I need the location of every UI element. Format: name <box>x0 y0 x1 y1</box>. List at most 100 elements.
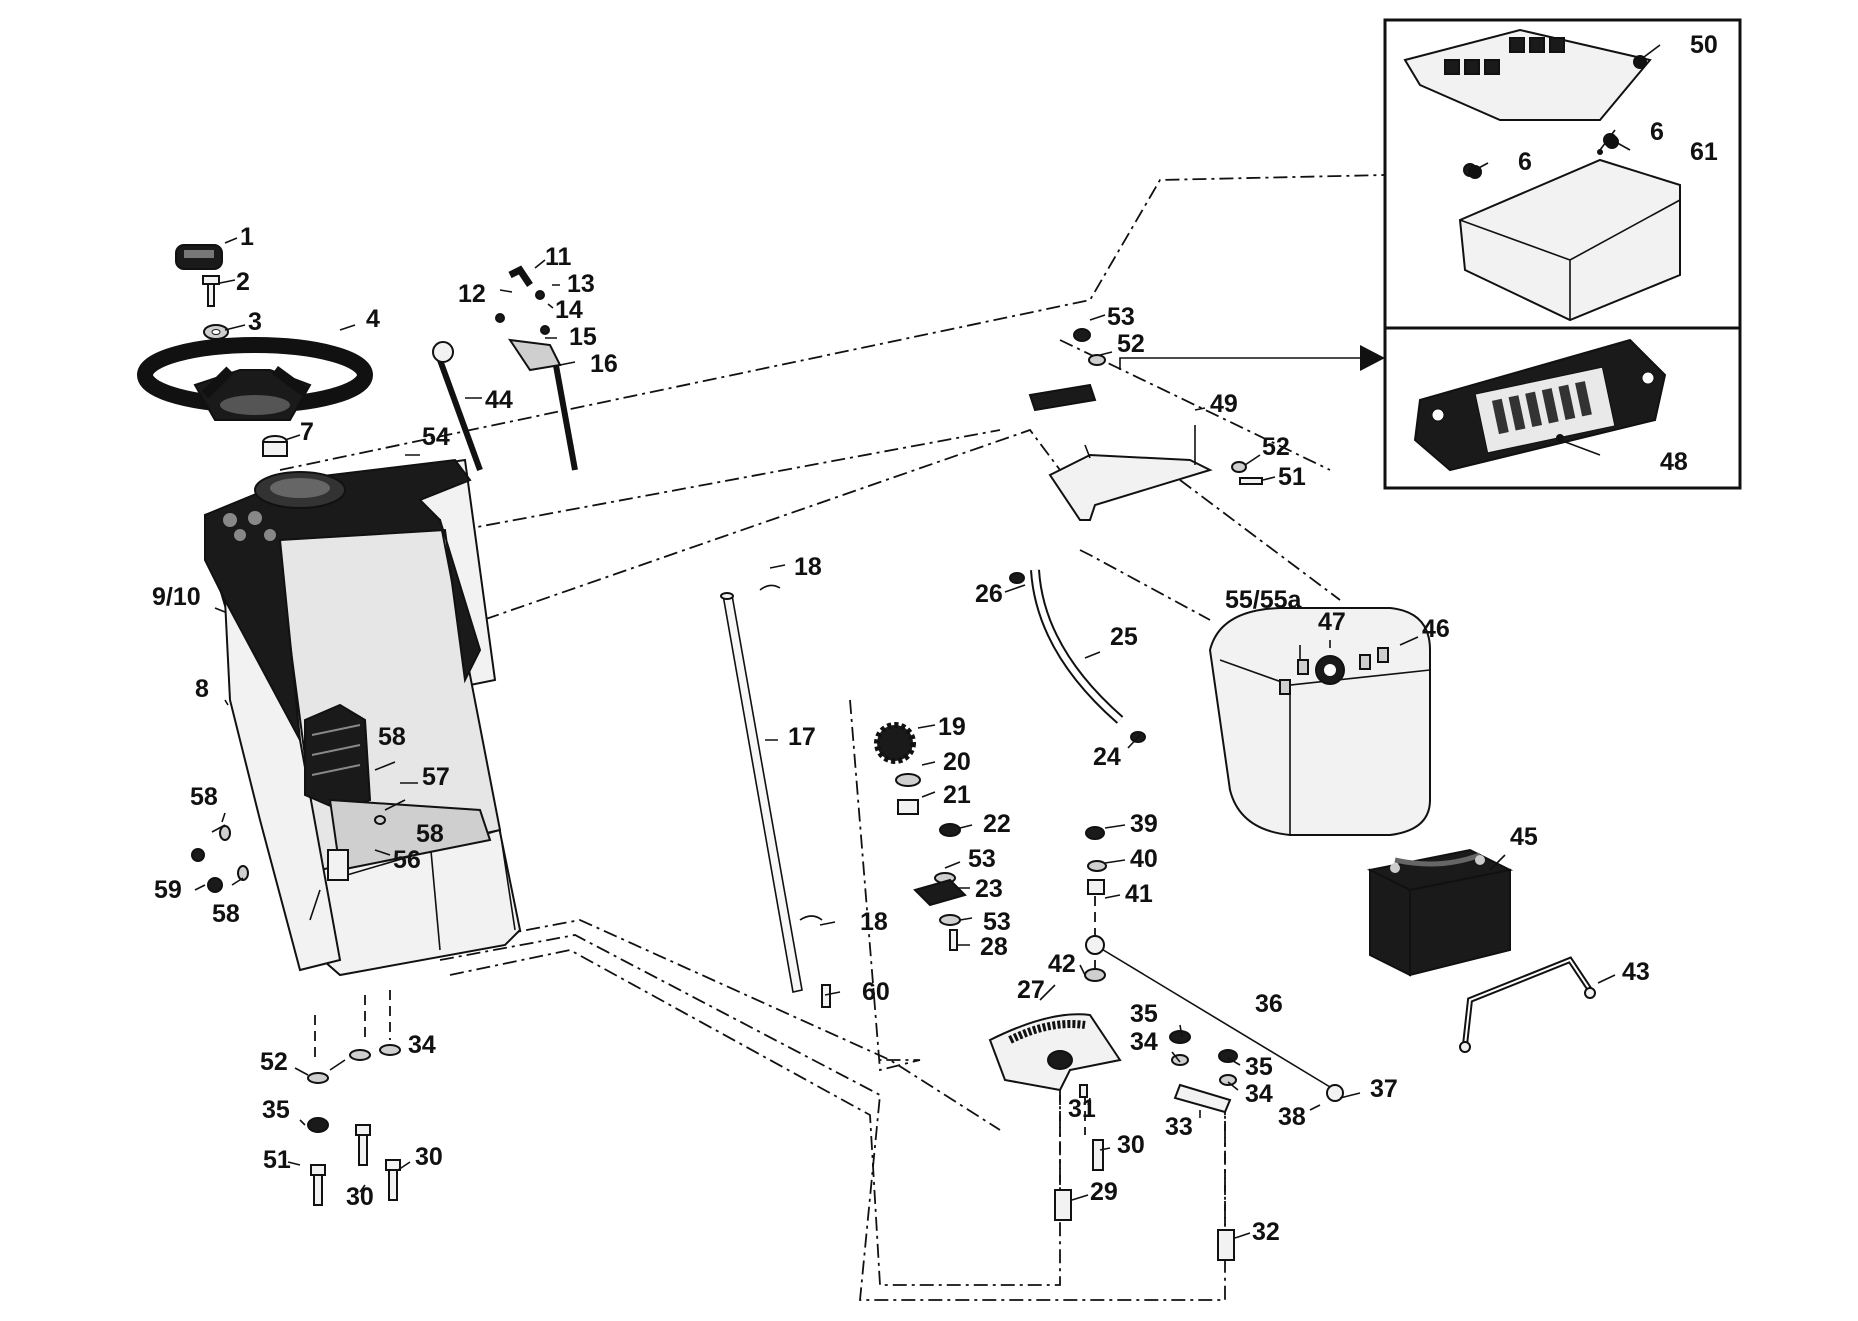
fuel-line <box>1009 569 1146 743</box>
part-label-47: 47 <box>1318 608 1346 636</box>
part-label-34: 34 <box>1130 1028 1158 1056</box>
part-label-60: 60 <box>862 978 890 1006</box>
part-label-1: 1 <box>240 223 254 251</box>
pinion-gear-stack <box>874 722 967 951</box>
inset-fuse-holder <box>1383 326 1742 490</box>
part-label-58: 58 <box>190 783 218 811</box>
part-label-30: 30 <box>415 1143 443 1171</box>
part-label-37: 37 <box>1370 1075 1398 1103</box>
console-hardware <box>191 799 406 893</box>
throttle-cable-assembly <box>432 265 578 472</box>
part-label-29: 29 <box>1090 1178 1118 1206</box>
steering-washer <box>203 324 229 340</box>
part-label-18: 18 <box>794 553 822 581</box>
part-label-32: 32 <box>1252 1218 1280 1246</box>
part-label-52: 52 <box>1117 330 1145 358</box>
part-label-4: 4 <box>366 305 380 333</box>
steering-linkage <box>988 826 1344 1261</box>
part-label-23: 23 <box>975 875 1003 903</box>
part-label-30: 30 <box>346 1183 374 1211</box>
part-label-57: 57 <box>422 763 450 791</box>
part-label-48: 48 <box>1660 448 1688 476</box>
part-label-13: 13 <box>567 270 595 298</box>
part-label-11: 11 <box>545 243 572 271</box>
part-label-35: 35 <box>1245 1053 1273 1081</box>
callout-dots <box>1468 55 1647 442</box>
part-label-45: 45 <box>1510 823 1538 851</box>
part-label-56: 56 <box>393 846 421 874</box>
part-label-51: 51 <box>1278 463 1306 491</box>
part-label-58: 58 <box>378 723 406 751</box>
part-label-33: 33 <box>1165 1113 1193 1141</box>
part-labels: 1 2 3 4 7 54 9/10 8 58 57 58 58 56 59 58… <box>152 31 1718 1246</box>
part-label-59: 59 <box>154 876 182 904</box>
part-label-19: 19 <box>938 713 966 741</box>
part-label-40: 40 <box>1130 845 1158 873</box>
part-label-26: 26 <box>975 580 1003 608</box>
part-label-25: 25 <box>1110 623 1138 651</box>
part-label-3: 3 <box>248 308 262 336</box>
part-label-46: 46 <box>1422 615 1450 643</box>
part-label-49: 49 <box>1210 390 1238 418</box>
part-label-22: 22 <box>983 810 1011 838</box>
part-label-14: 14 <box>555 296 583 324</box>
part-label-52: 52 <box>1262 433 1290 461</box>
part-label-51: 51 <box>263 1146 291 1174</box>
lower-hardware <box>307 1044 401 1206</box>
fuel-tank <box>1208 607 1431 836</box>
part-label-6: 6 <box>1518 148 1532 176</box>
part-label-50: 50 <box>1690 31 1718 59</box>
part-label-20: 20 <box>943 748 971 776</box>
part-label-55-55a: 55/55a <box>1225 586 1303 614</box>
part-label-53: 53 <box>1107 303 1135 331</box>
part-label-7: 7 <box>300 418 314 446</box>
part-label-24: 24 <box>1093 743 1121 771</box>
part-label-53: 53 <box>968 845 996 873</box>
part-label-38: 38 <box>1278 1103 1306 1131</box>
part-label-52: 52 <box>260 1048 288 1076</box>
part-label-42: 42 <box>1048 950 1076 978</box>
steering-bolt <box>202 275 220 307</box>
part-label-18: 18 <box>860 908 888 936</box>
part-label-8: 8 <box>195 675 209 703</box>
part-label-28: 28 <box>980 933 1008 961</box>
part-label-43: 43 <box>1622 958 1650 986</box>
part-label-54: 54 <box>422 423 450 451</box>
part-label-17: 17 <box>788 723 816 751</box>
dashed-connection-lines <box>279 174 1386 1301</box>
steering-bushing <box>262 435 288 457</box>
part-label-31: 31 <box>1068 1095 1096 1123</box>
battery-strap <box>1459 956 1596 1053</box>
part-label-36: 36 <box>1255 990 1283 1018</box>
steering-wheel <box>137 337 373 421</box>
part-label-35: 35 <box>1130 1000 1158 1028</box>
part-label-15: 15 <box>569 323 597 351</box>
part-label-9-10: 9/10 <box>152 583 201 611</box>
part-label-44: 44 <box>485 386 513 414</box>
part-label-12: 12 <box>458 280 486 308</box>
part-label-61: 61 <box>1690 138 1718 166</box>
part-label-58: 58 <box>212 900 240 928</box>
part-label-34: 34 <box>408 1031 436 1059</box>
part-label-21: 21 <box>943 781 971 809</box>
part-label-58: 58 <box>416 820 444 848</box>
part-label-41: 41 <box>1125 880 1153 908</box>
part-label-34: 34 <box>1245 1080 1273 1108</box>
part-label-35: 35 <box>262 1096 290 1124</box>
battery <box>1366 848 1514 977</box>
steering-cap <box>175 244 223 270</box>
part-label-53: 53 <box>983 908 1011 936</box>
part-label-16: 16 <box>590 350 618 378</box>
fuse-bracket <box>1028 328 1263 521</box>
mounting-plate <box>327 798 492 881</box>
steering-shaft <box>720 584 831 1008</box>
voltage-regulator <box>304 703 372 812</box>
part-label-39: 39 <box>1130 810 1158 838</box>
part-label-27: 27 <box>1017 976 1045 1004</box>
part-label-6: 6 <box>1650 118 1664 146</box>
inset-arrow <box>1119 345 1385 371</box>
part-label-2: 2 <box>236 268 250 296</box>
inset-controller <box>1383 18 1742 330</box>
part-label-30: 30 <box>1117 1131 1145 1159</box>
